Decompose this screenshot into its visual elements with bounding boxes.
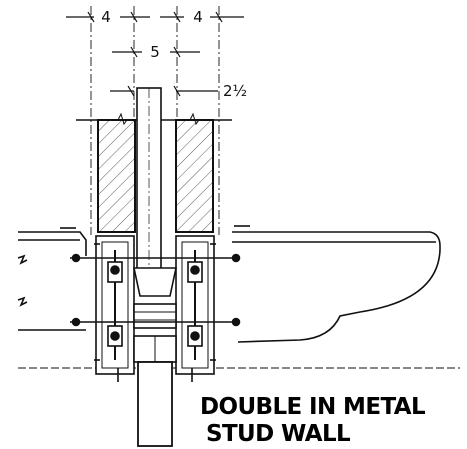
dimension-pipe-gap: 2½ — [223, 82, 247, 100]
dimension-left-wall: 4 — [101, 8, 111, 26]
mounting-bolts — [70, 253, 241, 382]
caption-line-2: STUD WALL — [206, 421, 351, 447]
stud-carrier-right — [175, 235, 216, 375]
waste-fitting — [133, 267, 177, 363]
right-wall-panel — [175, 119, 214, 233]
caption-line-1: DOUBLE IN METAL — [200, 394, 426, 420]
drain-pipe — [137, 361, 173, 447]
dimension-right-wall: 4 — [193, 8, 203, 26]
wall-section — [76, 87, 232, 277]
left-wall-panel — [97, 119, 136, 233]
dimension-stud-space: 5 — [150, 43, 160, 61]
fixture-outline — [17, 225, 441, 343]
stud-carrier-left — [94, 235, 135, 375]
